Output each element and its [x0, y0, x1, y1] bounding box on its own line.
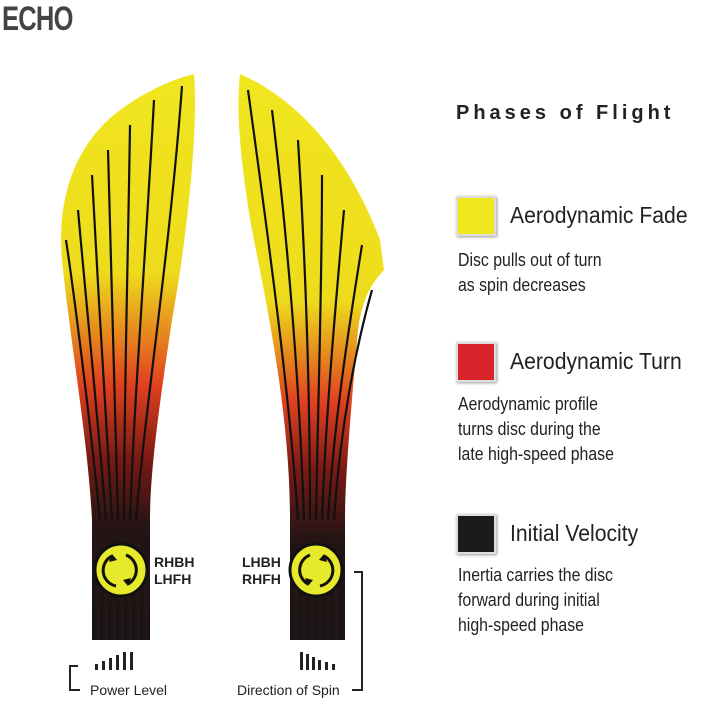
turn-swatch — [456, 342, 496, 382]
velocity-swatch — [456, 514, 496, 554]
velocity-description: Inertia carries the disc forward during … — [458, 563, 613, 638]
desc-line: turns disc during the — [458, 419, 601, 439]
desc-line: high-speed phase — [458, 615, 584, 635]
fade-description: Disc pulls out of turn as spin decreases — [458, 248, 602, 298]
legend-title: Phases of Flight — [456, 102, 675, 124]
spin-direction-bars-icon — [300, 652, 335, 670]
desc-line: Inertia carries the disc — [458, 565, 613, 585]
hand-label: LHFH — [154, 571, 192, 587]
desc-line: late high-speed phase — [458, 444, 614, 464]
spin-clockwise-icon — [93, 542, 149, 598]
power-level-caption: Power Level — [90, 682, 168, 698]
desc-line: as spin decreases — [458, 275, 586, 295]
hand-label: RHBH — [154, 554, 195, 570]
velocity-label: Initial Velocity — [510, 520, 639, 546]
direction-of-spin-caption: Direction of Spin — [237, 682, 340, 698]
fade-label: Aerodynamic Fade — [510, 202, 688, 228]
spin-counterclockwise-icon — [288, 542, 344, 598]
left-hand-labels: RHBH LHFH — [154, 554, 194, 588]
spin-direction-bracket — [352, 571, 363, 691]
echo-logo: ECHO — [2, 0, 73, 38]
desc-line: Disc pulls out of turn — [458, 250, 602, 270]
power-level-bars-icon — [95, 652, 133, 670]
desc-line: forward during initial — [458, 590, 600, 610]
desc-line: Aerodynamic profile — [458, 394, 598, 414]
fade-swatch — [456, 196, 496, 236]
hand-label: LHBH — [242, 554, 281, 570]
right-flight-path — [238, 74, 384, 640]
turn-description: Aerodynamic profile turns disc during th… — [458, 392, 614, 467]
power-level-bracket — [69, 665, 80, 691]
left-flight-path — [61, 74, 196, 640]
turn-label: Aerodynamic Turn — [510, 348, 682, 374]
right-hand-labels: LHBH RHFH — [242, 554, 281, 588]
hand-label: RHFH — [242, 571, 281, 587]
